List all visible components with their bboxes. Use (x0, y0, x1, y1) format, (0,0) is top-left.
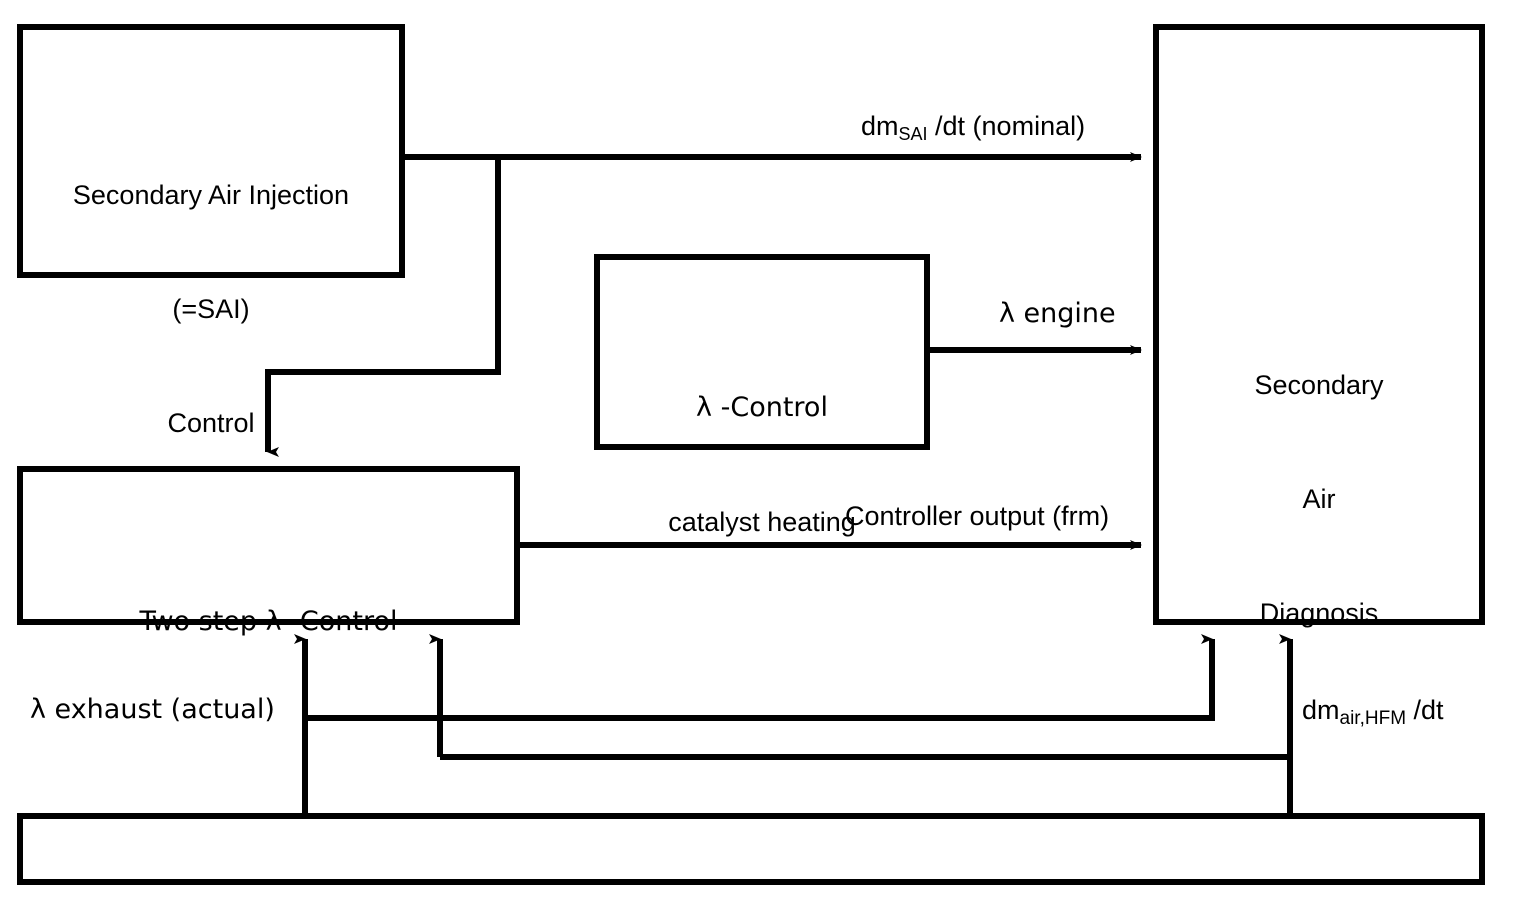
connector-lambda-exhaust-to-diagnosis (305, 634, 1215, 721)
block-secondary-air-diagnosis[interactable] (1153, 24, 1485, 625)
dm-hfm-main: dm (1302, 695, 1340, 725)
block-lambda-control-catalyst-heating[interactable] (594, 254, 930, 450)
block-sai-control[interactable] (17, 24, 405, 278)
signal-label-controller-output: Controller output (frm) (845, 501, 1110, 531)
signal-label-lambda-exhaust: λ exhaust (actual) (30, 694, 275, 725)
signal-label-dm-sai-dt: dmSAI /dt (nominal) (861, 110, 1085, 145)
dm-hfm-tail: /dt (1406, 695, 1444, 725)
dm-sai-tail: /dt (nominal) (927, 111, 1086, 141)
dm-sai-subscript: SAI (898, 124, 928, 144)
block-engine-signals[interactable] (17, 813, 1485, 885)
connector-sai-to-two-step (265, 157, 501, 457)
dm-sai-main: dm (861, 111, 899, 141)
signal-label-dm-air-hfm-dt: dmair,HFM /dt (1302, 694, 1444, 730)
dm-hfm-subscript: air,HFM (1339, 708, 1407, 729)
block-two-step-lambda-control[interactable] (17, 466, 520, 625)
signal-label-lambda-engine: λ engine (999, 298, 1116, 329)
